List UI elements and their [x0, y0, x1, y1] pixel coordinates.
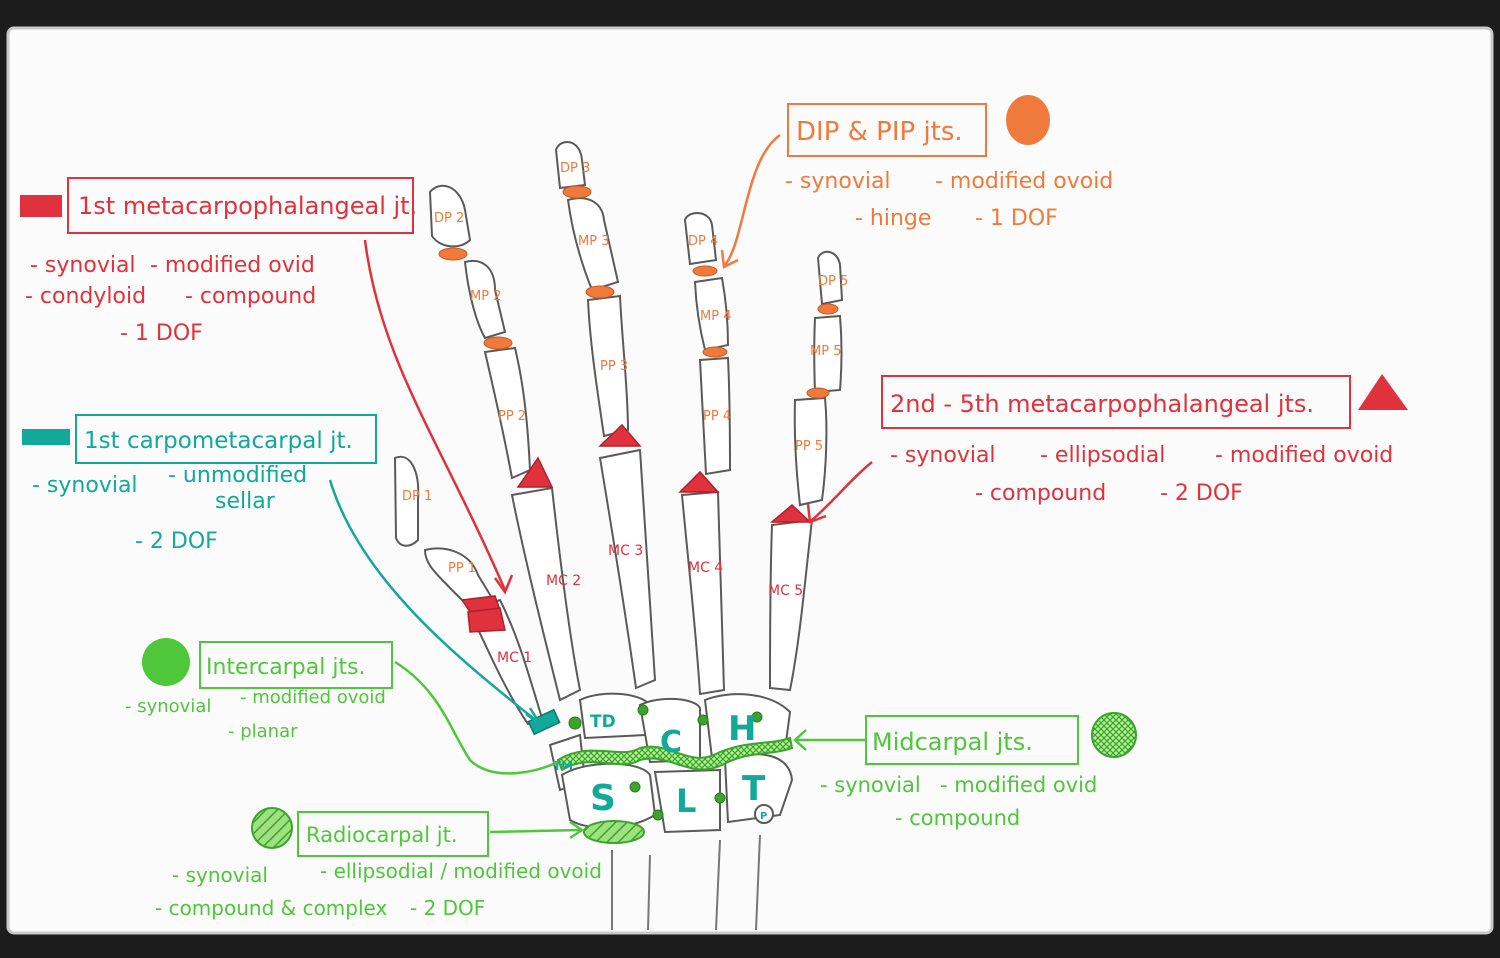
label-dp2: DP 2 [434, 211, 464, 226]
bone-pp3 [586, 294, 630, 438]
label-mc5: MC 5 [768, 583, 803, 599]
midcarpal-grid-icon [1091, 712, 1137, 758]
bone-dp3 [554, 141, 587, 190]
mcp1-line-4: - compound [185, 284, 316, 309]
mcp1-title: 1st metacarpophalangeal jt. [78, 192, 417, 220]
label-td: TD [590, 712, 616, 732]
bone-pp4 [698, 356, 732, 476]
mcp1-line-2: - modified ovid [150, 253, 315, 278]
label-dp3: DP 3 [560, 161, 590, 176]
intercarpal-title: Intercarpal jts. [206, 655, 366, 680]
pointer-arrows [328, 133, 873, 840]
label-dip-pip: DIP & PIP jts. - synovial - modified ovo… [785, 95, 1113, 231]
bone-dp4 [683, 212, 718, 266]
bone-labels: DP 1 PP 1 DP 2 MP 2 PP 2 DP 3 MP 3 PP 3 … [402, 161, 848, 822]
label-t: T [742, 769, 766, 809]
label-dp5: DP 5 [818, 274, 848, 289]
midcarpal-line-2: - modified ovid [940, 773, 1097, 797]
cmc1-line-1: - synovial [32, 473, 138, 498]
bone-mc2 [510, 486, 582, 702]
dip-pip-oval-icon [1006, 95, 1050, 145]
bone-pp5 [793, 396, 828, 507]
radiocarpal-line-2: - ellipsodial / modified ovoid [320, 859, 602, 883]
label-intercarpal: Intercarpal jts. - synovial - modified o… [125, 638, 393, 742]
label-dp4: DP 4 [688, 234, 718, 249]
label-pp1: PP 1 [448, 561, 476, 576]
label-h: H [728, 709, 756, 749]
dip-pip-line-2: - modified ovoid [935, 169, 1113, 194]
label-mc1: MC 1 [497, 650, 532, 666]
label-mp5: MP 5 [810, 344, 841, 359]
radiocarpal-line-3: - compound & complex [155, 896, 387, 920]
mcp2-5-line-2: - ellipsodial [1040, 443, 1165, 468]
label-mp3: MP 3 [578, 234, 609, 249]
midcarpal-line-3: - compound [895, 806, 1020, 830]
joint-markers [438, 185, 839, 844]
label-pp4: PP 4 [703, 409, 731, 424]
label-mc2: MC 2 [546, 573, 581, 589]
bone-p [754, 804, 774, 824]
radiocarpal-title: Radiocarpal jt. [306, 823, 458, 847]
mcp2-5-line-1: - synovial [890, 443, 996, 468]
label-s: S [590, 778, 616, 819]
mcp2-5-triangle-icon [1358, 374, 1408, 410]
cmc1-line-4: - 2 DOF [135, 529, 218, 554]
board-surface [6, 26, 1494, 935]
cmc1-title: 1st carpometacarpal jt. [84, 428, 353, 454]
label-midcarpal: Midcarpal jts. - synovial - modified ovi… [820, 712, 1137, 830]
bone-mp4 [693, 276, 730, 352]
mcp1-line-3: - condyloid [25, 284, 146, 309]
dip-pip-line-3: - hinge [855, 206, 931, 231]
dip-pip-line-1: - synovial [785, 169, 891, 194]
dip-pip-title: DIP & PIP jts. [796, 117, 963, 147]
radiocarpal-line-1: - synovial [172, 863, 268, 887]
midcarpal-line-1: - synovial [820, 773, 921, 797]
label-dp1: DP 1 [402, 489, 432, 504]
bone-mp2 [463, 260, 507, 340]
label-mcp1: 1st metacarpophalangeal jt. - synovial -… [20, 177, 417, 346]
label-l: L [676, 782, 696, 820]
intercarpal-line-1: - synovial [125, 696, 211, 717]
label-mcp2-5: 2nd - 5th metacarpophalangeal jts. - syn… [881, 374, 1408, 506]
radiocarpal-hatch-icon [251, 807, 293, 849]
bone-dp2 [428, 184, 472, 248]
bone-dp1 [393, 455, 420, 547]
midcarpal-title: Midcarpal jts. [872, 728, 1033, 756]
label-p: P [760, 811, 767, 822]
cmc1-line-3: sellar [215, 489, 276, 514]
label-c: C [660, 725, 682, 760]
mcp2-5-line-4: - compound [975, 481, 1106, 506]
mcp2-5-line-3: - modified ovoid [1215, 443, 1393, 468]
label-tm: TM [553, 759, 573, 773]
intercarpal-dot-icon [142, 638, 190, 686]
bone-mc3 [598, 448, 657, 690]
label-mc4: MC 4 [688, 560, 723, 576]
label-radiocarpal: Radiocarpal jt. - synovial - ellipsodial… [155, 807, 602, 920]
cmc1-line-2: - unmodified [168, 463, 307, 488]
mcp2-5-line-5: - 2 DOF [1160, 481, 1243, 506]
intercarpal-line-3: - planar [228, 721, 298, 742]
dip-pip-line-4: - 1 DOF [975, 206, 1058, 231]
bone-mc5 [768, 518, 814, 692]
label-mc3: MC 3 [608, 543, 643, 559]
bone-mp5 [813, 314, 843, 394]
label-pp2: PP 2 [498, 409, 526, 424]
mcp2-5-title: 2nd - 5th metacarpophalangeal jts. [890, 390, 1314, 418]
bone-mc4 [680, 490, 726, 696]
label-pp5: PP 5 [795, 439, 823, 454]
bone-dp5 [816, 250, 844, 306]
mcp1-line-1: - synovial [30, 253, 136, 278]
label-mp2: MP 2 [470, 289, 501, 304]
label-pp3: PP 3 [600, 359, 628, 374]
label-cmc1: 1st carpometacarpal jt. - synovial - unm… [22, 414, 377, 554]
radiocarpal-line-4: - 2 DOF [410, 896, 485, 920]
mcp1-line-5: - 1 DOF [120, 321, 203, 346]
intercarpal-line-2: - modified ovoid [240, 687, 386, 708]
label-mp4: MP 4 [700, 309, 731, 324]
